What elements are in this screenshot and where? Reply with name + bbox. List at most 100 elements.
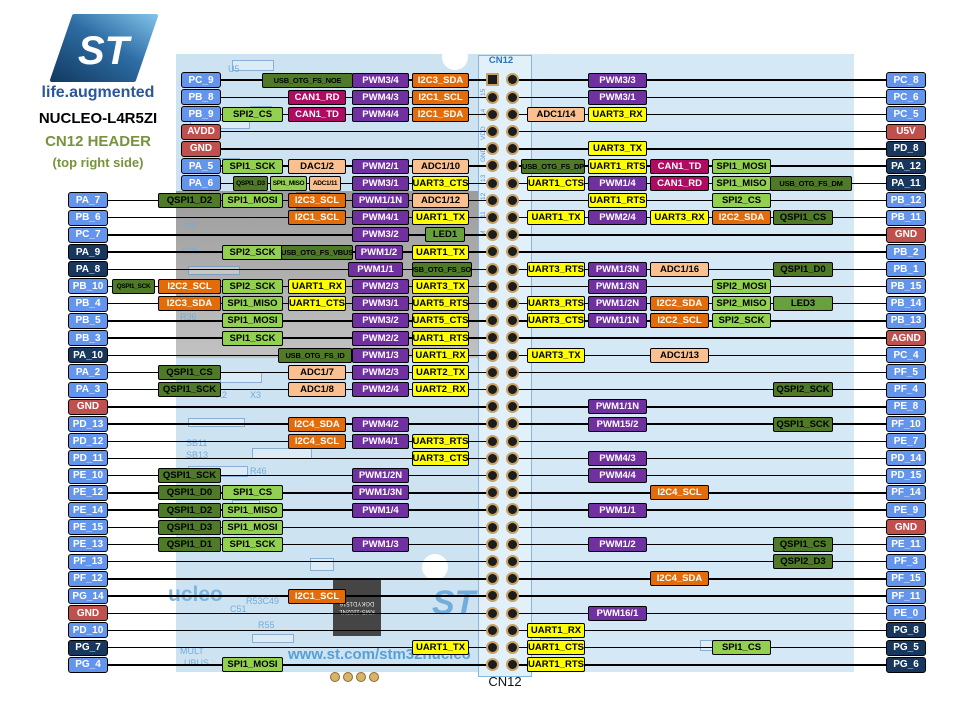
func-qspi1-sck: QSPI1_SCK — [773, 416, 833, 432]
wire — [108, 664, 490, 666]
wire — [108, 268, 490, 271]
func-can1-td: CAN1_TD — [288, 106, 346, 122]
func-uart1-cts: UART1_CTS — [527, 175, 585, 191]
header-title: CN12 HEADER — [45, 133, 151, 150]
func-pwm1-1n: PWM1/1N — [588, 313, 647, 329]
silk-label: R53C49 — [246, 596, 280, 606]
func-uart5-cts: UART5_CTS — [412, 313, 469, 329]
pin-hole — [485, 623, 499, 637]
pin-pb_13: PB_13 — [886, 312, 926, 329]
pin-u5v: U5V — [886, 123, 926, 140]
wire — [108, 457, 490, 460]
pin-pd_11: PD_11 — [68, 450, 108, 467]
func-uart3-cts: UART3_CTS — [412, 450, 469, 466]
pin-pc_5: PC_5 — [886, 106, 926, 123]
silk-label: C28 — [182, 246, 199, 256]
pin-hole — [505, 176, 519, 190]
wire — [512, 526, 886, 529]
wire — [512, 457, 886, 460]
pin-hole — [505, 468, 519, 482]
func-spi2-cs: SPI2_CS — [712, 192, 771, 208]
wire — [512, 148, 886, 150]
silk-label: UBUS — [184, 658, 210, 668]
wire — [108, 646, 490, 649]
func-pwm3-2: PWM3/2 — [352, 313, 409, 329]
wire — [108, 320, 490, 322]
func-pwm1-1n: PWM1/1N — [352, 192, 409, 208]
pin-hole — [505, 124, 519, 138]
st-tagline: life.augmented — [41, 84, 155, 101]
pin-hole — [505, 623, 519, 637]
pin-hole — [485, 331, 499, 345]
func-spi1-miso: SPI1_MISO — [712, 175, 771, 191]
wire — [512, 113, 886, 116]
pin-pa_10: PA_10 — [68, 347, 108, 364]
pin-pf_5: PF_5 — [886, 364, 926, 381]
pin-pe_0: PE_0 — [886, 605, 926, 622]
pin-hole — [505, 520, 519, 534]
func-adc1-7: ADC1/7 — [288, 364, 346, 380]
component — [188, 418, 245, 427]
pin-pa_3: PA_3 — [68, 381, 108, 398]
pin-hole — [485, 520, 499, 534]
func-i2c3-scl: I2C3_SCL — [288, 192, 346, 208]
func-i2c4-scl: I2C4_SCL — [288, 433, 346, 449]
pin-hole — [505, 348, 519, 362]
func-adc1-11: ADC1/11 — [309, 175, 341, 191]
svg-text:ST: ST — [78, 29, 133, 73]
pin-hole — [485, 348, 499, 362]
pin-hole — [485, 193, 499, 207]
func-i2c3-sda: I2C3_SDA — [158, 296, 221, 312]
pin-pb_10: PB_10 — [68, 278, 108, 295]
silk-label: X3 — [250, 390, 262, 400]
pin-pa_7: PA_7 — [68, 192, 108, 209]
func-pwm1-2n: PWM1/2N — [352, 468, 409, 484]
wire — [512, 234, 886, 236]
wire — [512, 251, 886, 253]
pin-hole — [485, 451, 499, 465]
pin-pa_8: PA_8 — [68, 261, 108, 278]
func-pwm2-2: PWM2/2 — [352, 330, 409, 346]
func-usb-otg-fs-dp: USB_OTG_FS_DP — [521, 158, 585, 174]
wire — [512, 664, 886, 666]
wire — [512, 406, 886, 408]
pin-pc_9: PC_9 — [181, 72, 221, 88]
func-pwm1-3n: PWM1/3N — [588, 261, 647, 277]
pin-pb_14: PB_14 — [886, 295, 926, 312]
silk-label: U5 — [228, 64, 240, 74]
func-i2c4-sda: I2C4_SDA — [650, 571, 709, 587]
func-uart1-rts: UART1_RTS — [588, 158, 647, 174]
pin-pd_8: PD_8 — [886, 140, 926, 157]
pin-hole — [485, 572, 499, 586]
wire — [108, 526, 490, 529]
func-qspi1-d3: QSPI1_D3 — [233, 175, 268, 191]
func-adc1-13: ADC1/13 — [650, 347, 709, 363]
pin-hole — [485, 486, 499, 500]
func-i2c2-sda: I2C2_SDA — [650, 296, 709, 312]
func-i2c3-sda: I2C3_SDA — [412, 72, 469, 88]
func-dac1-2: DAC1/2 — [288, 158, 346, 174]
func-pwm1-2n: PWM1/2N — [588, 296, 647, 312]
func-uart3-rx: UART3_RX — [588, 106, 647, 122]
pin-pg_14: PG_14 — [68, 588, 108, 604]
func-i2c4-scl: I2C4_SCL — [650, 485, 709, 501]
silk-label: SB11 — [186, 438, 208, 448]
pin-hole — [505, 262, 519, 276]
func-qspi1-d2: QSPI1_D2 — [158, 502, 221, 518]
pin-hole — [505, 658, 519, 672]
pin-gnd: GND — [181, 140, 221, 157]
pin-pg_6: PG_6 — [886, 656, 926, 673]
func-uart1-rts: UART1_RTS — [412, 330, 469, 346]
func-uart3-rx: UART3_RX — [650, 210, 709, 226]
pin-hole — [505, 228, 519, 242]
wire — [108, 234, 490, 236]
func-pwm4-4: PWM4/4 — [352, 106, 409, 122]
pin-pe_11: PE_11 — [886, 536, 926, 553]
func-pwm3-1: PWM3/1 — [588, 89, 647, 105]
pin-hole — [505, 400, 519, 414]
pin-pb_2: PB_2 — [886, 244, 926, 260]
pin-hole — [485, 210, 499, 224]
wire — [512, 285, 886, 288]
pin-hole — [505, 193, 519, 207]
